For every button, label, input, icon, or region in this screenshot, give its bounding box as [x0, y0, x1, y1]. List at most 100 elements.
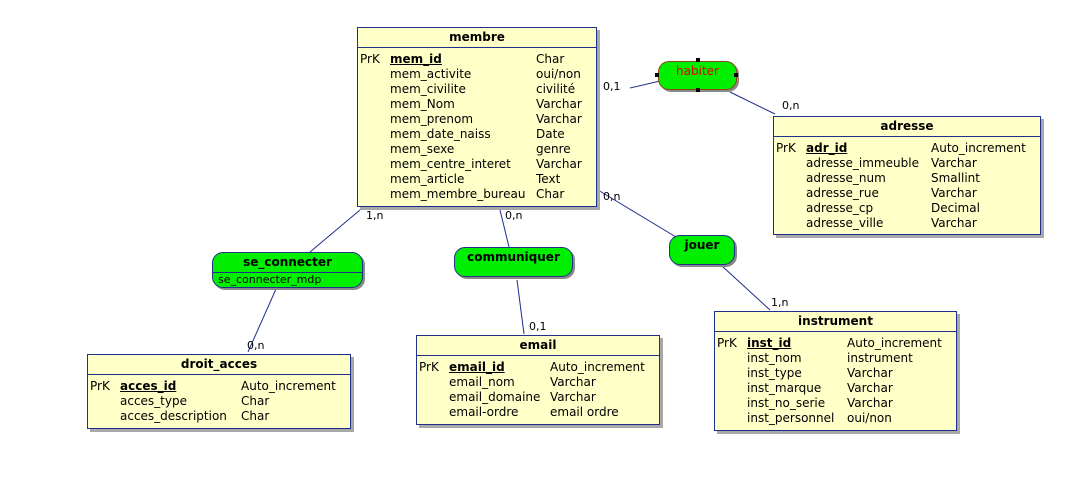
attribute-type: Smallint: [931, 171, 980, 185]
attribute-name: acces_type: [120, 394, 187, 408]
attribute-type: Varchar: [550, 390, 596, 404]
selection-handle[interactable]: [655, 73, 659, 77]
attribute-name: adresse_ville: [806, 216, 884, 230]
attribute-type: Text: [536, 172, 561, 186]
attribute-name: mem_centre_interet: [390, 157, 511, 171]
link-habiter-adresse: [729, 91, 776, 115]
attribute-row: adresse_ville Varchar: [774, 216, 1040, 231]
attribute-name: adresse_num: [806, 171, 886, 185]
link-se-connecter-droit-acces: [247, 288, 277, 353]
cardinality-membre-jouer: 0,n: [603, 190, 621, 203]
association-se-connecter[interactable]: se_connecter se_connecter_mdp: [212, 252, 363, 288]
attribute-name: mem_Nom: [390, 97, 455, 111]
attribute-name: acces_description: [120, 409, 227, 423]
cardinality-membre-habiter: 0,1: [603, 80, 621, 93]
association-divider: [213, 272, 362, 273]
link-jouer-instrument: [721, 265, 771, 311]
attribute-name: acces_id: [120, 379, 177, 393]
attribute-name: adresse_cp: [806, 201, 874, 215]
attribute-name: email-ordre: [449, 405, 519, 419]
attribute-type: Auto_increment: [847, 336, 942, 350]
attribute-name: mem_article: [390, 172, 465, 186]
attribute-row: adresse_num Smallint: [774, 171, 1040, 186]
link-membre-communiquer: [499, 209, 510, 248]
attribute-type: Varchar: [931, 216, 977, 230]
attribute-type: Decimal: [931, 201, 980, 215]
entity-title: droit_acces: [88, 355, 350, 375]
cardinality-adresse-habiter: 0,n: [782, 99, 800, 112]
attribute-type: Varchar: [536, 112, 582, 126]
attribute-row: mem_Nom Varchar: [358, 97, 596, 112]
cardinality-membre-se-connecter: 1,n: [366, 209, 384, 222]
association-name: communiquer: [467, 250, 560, 264]
association-habiter[interactable]: habiter: [658, 61, 737, 90]
primary-key-marker: PrK: [360, 52, 380, 66]
entity-title: instrument: [715, 312, 956, 332]
attribute-name: inst_personnel: [747, 411, 835, 425]
attribute-name: inst_marque: [747, 381, 822, 395]
cardinality-email-communiquer: 0,1: [529, 320, 547, 333]
attribute-type: Varchar: [931, 156, 977, 170]
selection-handle[interactable]: [696, 88, 700, 92]
primary-key-marker: PrK: [90, 379, 110, 393]
attribute-row: email-ordre email ordre: [417, 405, 659, 420]
attribute-row: mem_centre_interet Varchar: [358, 157, 596, 172]
attribute-type: email ordre: [550, 405, 619, 419]
attribute-name: email_nom: [449, 375, 515, 389]
selection-handle[interactable]: [734, 73, 738, 77]
entity-title: adresse: [774, 117, 1040, 137]
attribute-type: Varchar: [536, 157, 582, 171]
link-membre-se-connecter: [309, 209, 361, 253]
attribute-name: mem_prenom: [390, 112, 474, 126]
attribute-type: Varchar: [536, 97, 582, 111]
attribute-type: Auto_increment: [931, 141, 1026, 155]
attribute-type: Date: [536, 127, 565, 141]
attribute-type: Varchar: [847, 396, 893, 410]
attribute-row: inst_personnel oui/non: [715, 411, 956, 426]
cardinality-instrument-jouer: 1,n: [771, 296, 789, 309]
entity-title: membre: [358, 28, 596, 48]
association-jouer[interactable]: jouer: [669, 235, 735, 265]
association-communiquer[interactable]: communiquer: [454, 247, 573, 277]
attribute-type: Auto_increment: [550, 360, 645, 374]
attribute-name: adresse_rue: [806, 186, 879, 200]
selection-handle[interactable]: [696, 58, 700, 62]
attribute-type: oui/non: [847, 411, 892, 425]
attribute-type: oui/non: [536, 67, 581, 81]
attribute-name: adresse_immeuble: [806, 156, 919, 170]
association-name: jouer: [684, 238, 720, 252]
attribute-name: email_domaine: [449, 390, 541, 404]
attribute-row: email_domaine Varchar: [417, 390, 659, 405]
attribute-name: mem_sexe: [390, 142, 455, 156]
attribute-type: Varchar: [931, 186, 977, 200]
attribute-type: genre: [536, 142, 571, 156]
association-name: habiter: [676, 64, 719, 78]
attribute-name: adr_id: [806, 141, 848, 155]
attribute-row: adresse_rue Varchar: [774, 186, 1040, 201]
cardinality-membre-communiquer: 0,n: [505, 209, 523, 222]
cardinality-droit-acces-se-connecter: 0,n: [247, 339, 265, 352]
link-membre-jouer: [597, 189, 677, 238]
attribute-row: adresse_immeuble Varchar: [774, 156, 1040, 171]
attribute-type: Char: [536, 52, 565, 66]
